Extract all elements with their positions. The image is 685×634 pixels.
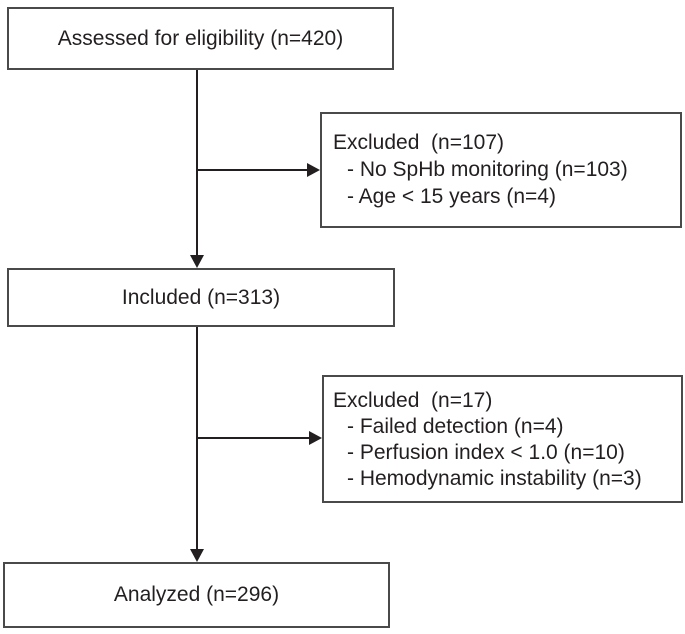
excluded-1-box: Excluded (n=107) - No SpHb monitoring (n… — [320, 112, 682, 228]
included-label: Included (n=313) — [121, 285, 281, 309]
arrowhead-down-analyzed — [190, 549, 204, 562]
analyzed-box: Analyzed (n=296) — [3, 562, 390, 628]
analyzed-label: Analyzed (n=296) — [113, 583, 280, 606]
excluded-1-item: - Age < 15 years (n=4) — [347, 185, 556, 208]
assessed-for-eligibility-box: Assessed for eligibility (n=420) — [7, 7, 394, 70]
arrow-line-assessed-to-included — [196, 70, 198, 255]
arrowhead-right-excluded-2 — [309, 431, 322, 445]
excluded-2-item: - Hemodynamic instability (n=3) — [347, 467, 642, 490]
arrow-line-to-excluded-2 — [197, 437, 309, 439]
excluded-2-item: - Failed detection (n=4) — [347, 415, 564, 438]
arrowhead-down-included — [190, 255, 204, 268]
arrow-line-to-excluded-1 — [197, 169, 307, 171]
excluded-2-title: Excluded (n=17) — [333, 389, 493, 412]
excluded-2-item: - Perfusion index < 1.0 (n=10) — [347, 441, 625, 464]
included-box: Included (n=313) — [7, 268, 395, 327]
excluded-1-title: Excluded (n=107) — [333, 131, 505, 154]
excluded-1-item: - No SpHb monitoring (n=103) — [347, 158, 628, 181]
assessed-for-eligibility-label: Assessed for eligibility (n=420) — [57, 26, 344, 50]
excluded-2-box: Excluded (n=17) - Failed detection (n=4)… — [322, 375, 683, 503]
arrowhead-right-excluded-1 — [307, 163, 320, 177]
